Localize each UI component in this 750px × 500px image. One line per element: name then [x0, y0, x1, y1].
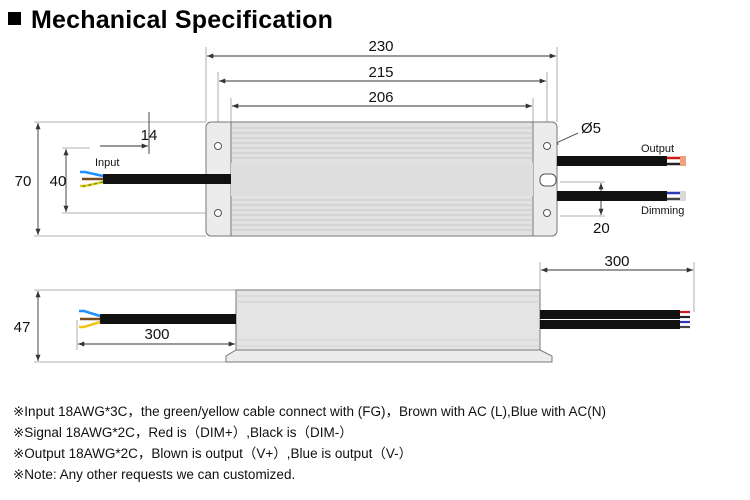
spec-notes: ※Input 18AWG*3C，the green/yellow cable c… — [13, 401, 606, 485]
dim-edge-offset: 14 — [141, 127, 158, 144]
dim-hole-diameter: Ø5 — [581, 120, 601, 137]
square-bullet-icon — [8, 12, 21, 25]
mount-hole — [543, 209, 551, 217]
output-cable — [557, 156, 686, 166]
dim-output-spacing: 20 — [593, 220, 610, 237]
mount-hole — [543, 142, 551, 150]
dim-thickness: 47 — [14, 319, 31, 336]
top-view: 230 215 206 14 Ø5 70 40 20 Input Output … — [15, 38, 686, 237]
dim-body-length: 206 — [368, 89, 393, 106]
mount-hole — [214, 142, 222, 150]
side-input-cable — [79, 309, 236, 329]
dim-overall-length: 230 — [368, 38, 393, 55]
label-input: Input — [95, 157, 119, 169]
dimming-cable — [557, 191, 686, 201]
dim-cable-spacing: 40 — [50, 173, 67, 190]
label-output: Output — [641, 143, 674, 155]
side-view: 47 300 300 — [14, 253, 695, 363]
note-signal: ※Signal 18AWG*2C，Red is（DIM+）,Black is（D… — [13, 425, 353, 440]
note-custom: ※Note: Any other requests we can customi… — [13, 467, 296, 482]
input-cable — [80, 170, 231, 188]
title-text: Mechanical Specification — [31, 6, 334, 34]
side-output-cable — [540, 310, 690, 329]
label-dimming: Dimming — [641, 205, 684, 217]
dim-width: 70 — [15, 173, 32, 190]
note-input: ※Input 18AWG*3C，the green/yellow cable c… — [13, 404, 607, 419]
dim-mount-length: 215 — [368, 64, 393, 81]
dim-output-cable-length: 300 — [604, 253, 629, 270]
note-output: ※Output 18AWG*2C，Blown is output（V+）,Blu… — [13, 446, 413, 461]
mount-hole — [214, 209, 222, 217]
dim-input-cable-length: 300 — [144, 326, 169, 343]
page-title: Mechanical Specification — [8, 6, 333, 35]
